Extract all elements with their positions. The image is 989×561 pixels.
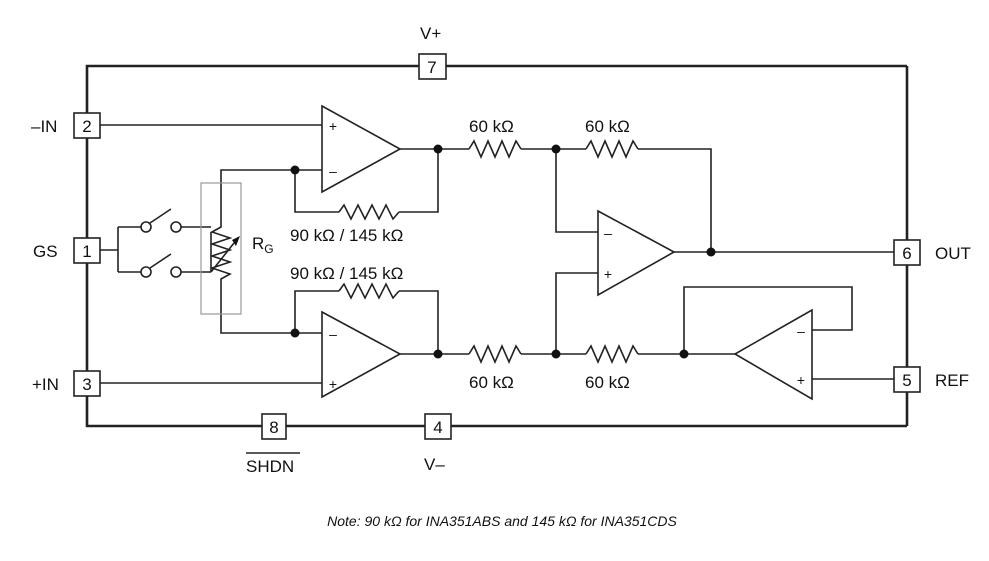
input-amp-bottom	[321, 310, 402, 399]
svg-text:+: +	[797, 372, 805, 388]
svg-text:–: –	[604, 225, 612, 241]
svg-text:8: 8	[269, 418, 278, 437]
svg-text:7: 7	[427, 58, 436, 77]
pin-6: 6	[893, 239, 921, 266]
amp-signs: + – – + – + – +	[329, 118, 805, 392]
svg-text:4: 4	[433, 418, 442, 437]
difference-amp	[597, 209, 676, 297]
pin-7: 7	[418, 53, 447, 80]
svg-text:+: +	[329, 118, 337, 134]
svg-text:–: –	[797, 323, 805, 339]
label-out: OUT	[935, 244, 971, 263]
label-rf-top: 90 kΩ / 145 kΩ	[290, 226, 403, 245]
svg-text:2: 2	[82, 117, 91, 136]
pin-8: 8	[261, 413, 287, 440]
label-r2: 60 kΩ	[585, 117, 630, 136]
rg-resistor	[200, 182, 242, 315]
label-shdn: SHDN	[246, 457, 294, 476]
svg-text:1: 1	[82, 242, 91, 261]
label-rf-bottom: 90 kΩ / 145 kΩ	[290, 264, 403, 283]
label-vplus: V+	[420, 24, 441, 43]
footnote: Note: 90 kΩ for INA351ABS and 145 kΩ for…	[327, 513, 677, 529]
svg-text:3: 3	[82, 375, 91, 394]
label-rg: RG	[252, 234, 274, 256]
label-vminus: V–	[424, 455, 445, 474]
pin-2: 2	[73, 112, 101, 139]
resistor-symbols	[338, 139, 639, 364]
pin-5: 5	[893, 366, 921, 393]
label-r4: 60 kΩ	[585, 373, 630, 392]
pin-1: 1	[73, 237, 101, 264]
label-ref: REF	[935, 371, 969, 390]
label-gs: GS	[33, 242, 58, 261]
ref-buffer-amp	[733, 308, 813, 401]
label-inminus: –IN	[31, 117, 57, 136]
gain-select-switches	[140, 221, 182, 278]
svg-text:6: 6	[902, 244, 911, 263]
svg-text:–: –	[329, 163, 337, 179]
junction-dots	[290, 144, 716, 359]
pin-4: 4	[424, 413, 452, 440]
label-inplus: +IN	[32, 375, 59, 394]
svg-text:+: +	[329, 376, 337, 392]
label-r3: 60 kΩ	[469, 373, 514, 392]
wires	[100, 124, 894, 384]
pin-3: 3	[73, 370, 101, 397]
input-amp-top	[321, 104, 402, 194]
svg-text:–: –	[329, 326, 337, 342]
svg-text:+: +	[604, 266, 612, 282]
op-amps	[321, 104, 813, 401]
svg-text:5: 5	[902, 371, 911, 390]
label-r1: 60 kΩ	[469, 117, 514, 136]
